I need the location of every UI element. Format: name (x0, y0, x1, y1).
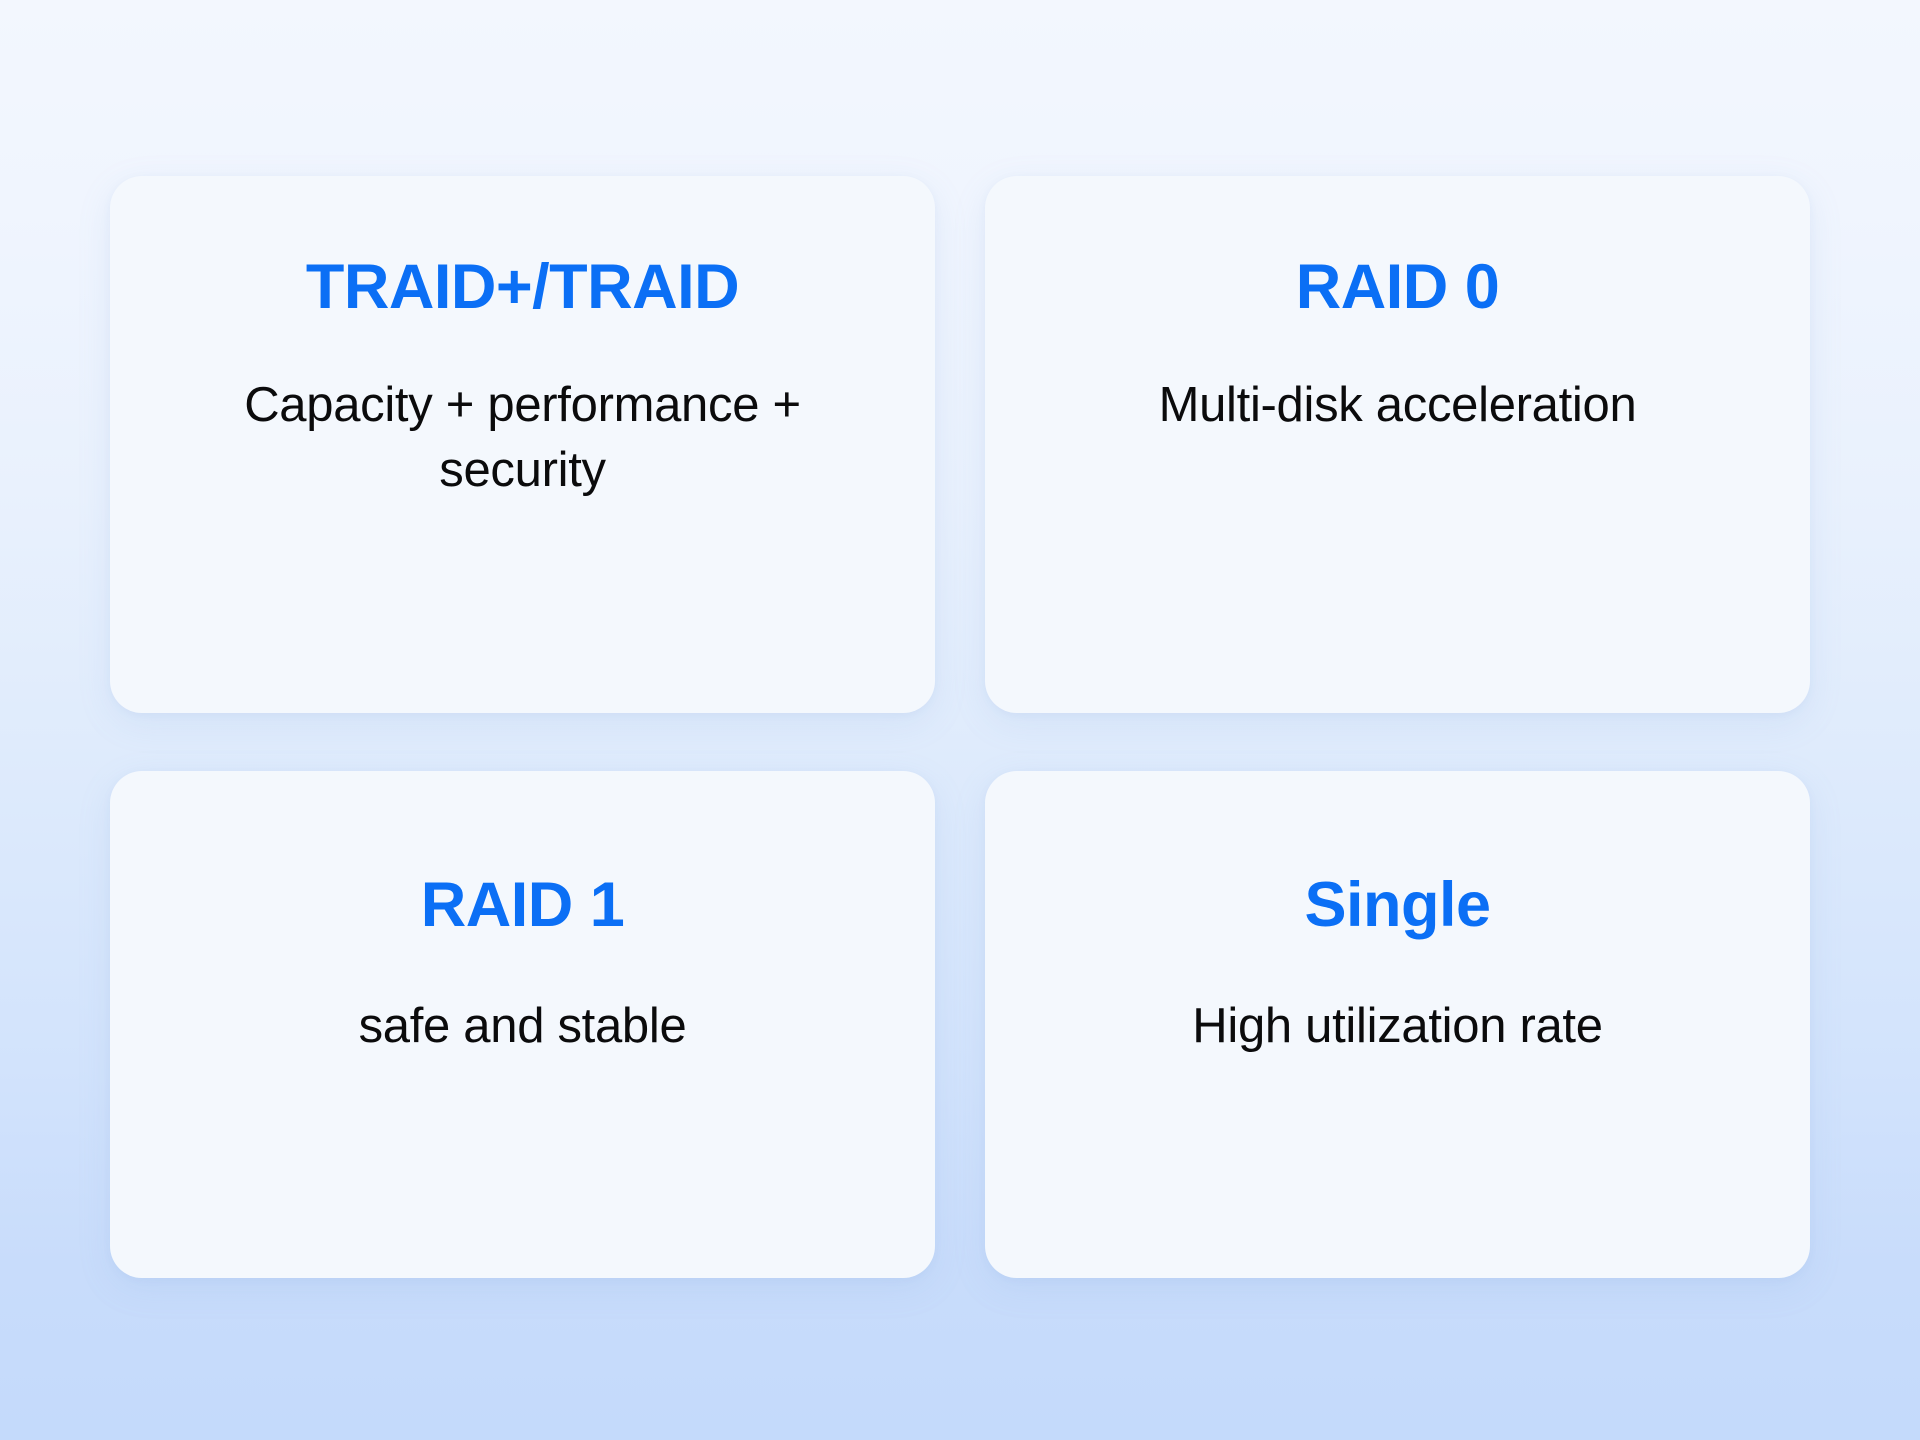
card-title: RAID 0 (1295, 251, 1500, 322)
raid-mode-card-raid0[interactable]: RAID 0 Multi-disk acceleration (985, 175, 1810, 713)
card-subtitle: Multi-disk acceleration (1158, 378, 1637, 433)
card-title: RAID 1 (420, 869, 625, 940)
raid-modes-grid: TRAID+/TRAID Capacity + performance + se… (110, 175, 1810, 1278)
raid-mode-card-raid1[interactable]: RAID 1 safe and stable (110, 770, 935, 1278)
card-title: TRAID+/TRAID (305, 251, 740, 322)
card-subtitle: safe and stable (358, 999, 687, 1054)
raid-mode-card-single[interactable]: Single High utilization rate (985, 770, 1810, 1278)
card-title: Single (1304, 869, 1491, 940)
raid-mode-card-traid[interactable]: TRAID+/TRAID Capacity + performance + se… (110, 175, 935, 713)
card-subtitle: High utilization rate (1192, 999, 1603, 1054)
card-subtitle: Capacity + performance + security (244, 378, 801, 497)
